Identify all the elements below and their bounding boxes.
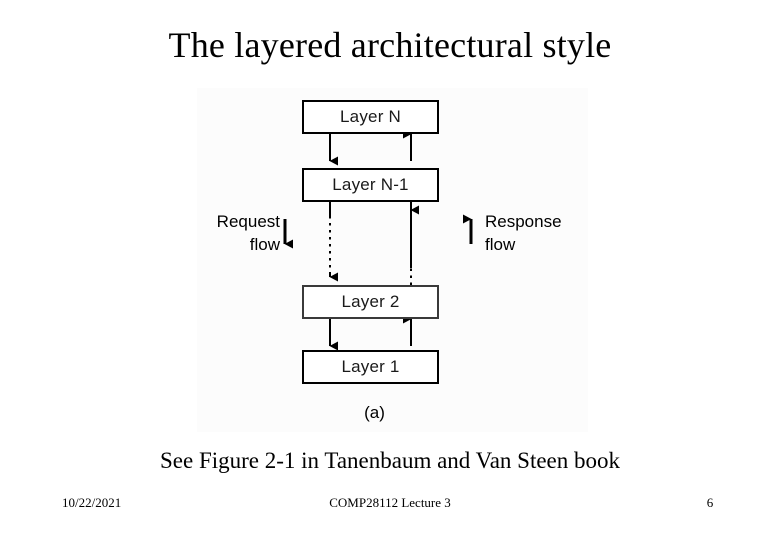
page-title: The layered architectural style bbox=[168, 25, 612, 65]
layer-2-box[interactable]: Layer 2 bbox=[302, 285, 439, 319]
layer-1-box[interactable]: Layer 1 bbox=[302, 350, 439, 384]
response-flow-label: Response flow bbox=[485, 210, 585, 256]
footer-course-label: COMP28112 Lecture 3 bbox=[329, 495, 451, 510]
figure-caption: (a) bbox=[364, 403, 385, 422]
figure-reference-note: See Figure 2-1 in Tanenbaum and Van Stee… bbox=[159, 448, 620, 473]
layer-n-minus-1-box[interactable]: Layer N-1 bbox=[302, 168, 439, 202]
layer-n-box[interactable]: Layer N bbox=[302, 100, 439, 134]
layered-architecture-figure: Layer N Layer N-1 Layer 2 Layer 1 Reques… bbox=[197, 88, 588, 432]
request-flow-line-2: flow bbox=[249, 235, 280, 254]
footer-page-number: 6 bbox=[706, 495, 714, 510]
request-flow-line-1: Request bbox=[216, 212, 280, 231]
request-flow-label: Request flow bbox=[192, 210, 280, 256]
footer-date: 10/22/2021 bbox=[62, 495, 122, 510]
response-flow-line-2: flow bbox=[485, 235, 516, 254]
response-flow-line-1: Response bbox=[485, 212, 562, 231]
figure-inner: Layer N Layer N-1 Layer 2 Layer 1 Reques… bbox=[197, 88, 588, 432]
